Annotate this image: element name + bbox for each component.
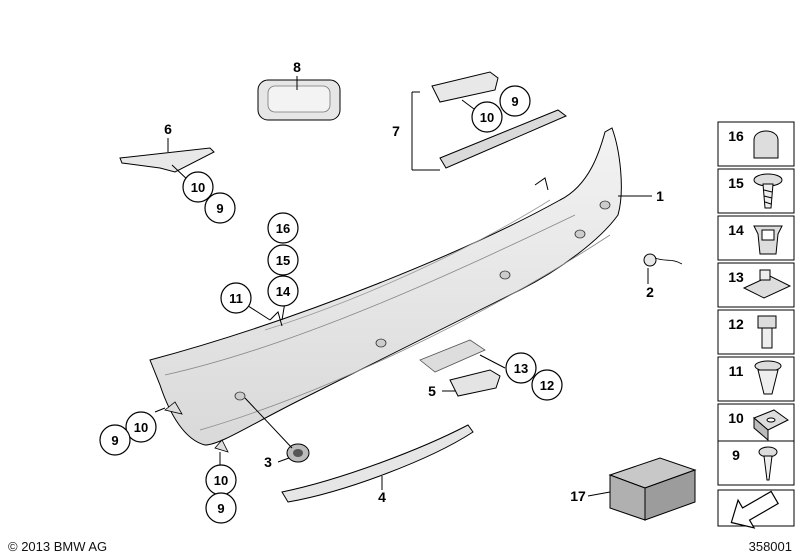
- diagram-id: 358001: [748, 539, 792, 554]
- svg-text:13: 13: [514, 361, 528, 376]
- callout-3: 3: [264, 454, 272, 470]
- callout-10-d: 10: [205, 464, 237, 496]
- fastener-legend: 16 15 14 13 12 11 10: [717, 121, 795, 537]
- left-bracket-part[interactable]: [119, 147, 215, 173]
- callout-17: 17: [570, 488, 586, 504]
- callout-9-d: 9: [205, 492, 237, 524]
- callout-4: 4: [378, 489, 386, 505]
- copyright-text: © 2013 BMW AG: [8, 539, 108, 554]
- svg-text:10: 10: [134, 420, 148, 435]
- plain-callouts: 8 6 7 1 2 5 3 4 17: [164, 59, 664, 505]
- callout-9-b: 9: [499, 85, 531, 117]
- clip-nut-icon: [742, 269, 792, 299]
- svg-text:9: 9: [511, 94, 518, 109]
- legend-item-16[interactable]: 16: [717, 121, 795, 167]
- box-part[interactable]: [608, 457, 697, 521]
- svg-text:11: 11: [729, 363, 744, 379]
- square-nut-icon: [753, 409, 789, 442]
- svg-text:10: 10: [214, 473, 228, 488]
- svg-text:16: 16: [728, 128, 744, 144]
- callout-9-a: 9: [204, 192, 236, 224]
- callout-7: 7: [392, 123, 400, 139]
- svg-text:16: 16: [276, 221, 290, 236]
- legend-item-14[interactable]: 14: [717, 215, 795, 261]
- svg-text:12: 12: [540, 378, 554, 393]
- guide-bracket-part[interactable]: [411, 71, 567, 171]
- bolt-icon: [757, 315, 777, 349]
- callout-12: 12: [531, 369, 563, 401]
- callout-10-a: 10: [182, 171, 214, 203]
- callout-16: 16: [267, 212, 299, 244]
- circled-callouts: 10 9 10 9 16 15 14 11 13 12 10 9 10 9: [99, 85, 563, 524]
- svg-text:12: 12: [728, 316, 744, 332]
- svg-text:11: 11: [229, 291, 243, 306]
- callout-10-c: 10: [125, 411, 157, 443]
- cover-part[interactable]: [257, 79, 341, 121]
- legend-item-11[interactable]: 11: [717, 356, 795, 402]
- svg-text:9: 9: [217, 501, 224, 516]
- plug-cap-icon: [753, 130, 779, 159]
- rivet-icon: [754, 360, 782, 395]
- callout-15: 15: [267, 244, 299, 276]
- callout-6: 6: [164, 121, 172, 137]
- svg-text:14: 14: [276, 284, 291, 299]
- tapping-screw-icon: [758, 446, 778, 481]
- legend-item-12[interactable]: 12: [717, 309, 795, 355]
- callout-5: 5: [428, 383, 436, 399]
- pdc-sensor-part[interactable]: [286, 443, 310, 463]
- svg-text:15: 15: [728, 175, 744, 191]
- callout-9-c: 9: [99, 424, 131, 456]
- svg-text:15: 15: [276, 253, 290, 268]
- svg-text:13: 13: [728, 269, 744, 285]
- rear-bumper-part[interactable]: [149, 127, 622, 453]
- svg-text:10: 10: [480, 110, 494, 125]
- tow-hook-cover-part[interactable]: [449, 369, 501, 397]
- callout-14: 14: [267, 275, 299, 307]
- callout-1: 1: [656, 188, 664, 204]
- trim-strip-part[interactable]: [281, 424, 474, 503]
- legend-item-15[interactable]: 15: [717, 168, 795, 214]
- legend-item-9[interactable]: 9: [717, 440, 795, 486]
- svg-text:9: 9: [732, 447, 740, 463]
- svg-text:10: 10: [728, 410, 744, 426]
- legend-item-13[interactable]: 13: [717, 262, 795, 308]
- callout-2: 2: [646, 284, 654, 300]
- callout-13: 13: [505, 352, 537, 384]
- sensor-cable-part[interactable]: [643, 253, 683, 267]
- arrow-icon: [730, 490, 779, 529]
- leader-lines: [154, 76, 652, 497]
- callout-11: 11: [220, 282, 252, 314]
- svg-text:10: 10: [191, 180, 205, 195]
- svg-text:9: 9: [111, 433, 118, 448]
- svg-text:14: 14: [728, 222, 744, 238]
- callout-10-b: 10: [471, 101, 503, 133]
- expanding-nut-icon: [753, 225, 783, 255]
- screw-washer-icon: [753, 173, 783, 209]
- svg-text:9: 9: [216, 201, 223, 216]
- legend-item-arrow[interactable]: [717, 484, 795, 537]
- callout-8: 8: [293, 59, 301, 75]
